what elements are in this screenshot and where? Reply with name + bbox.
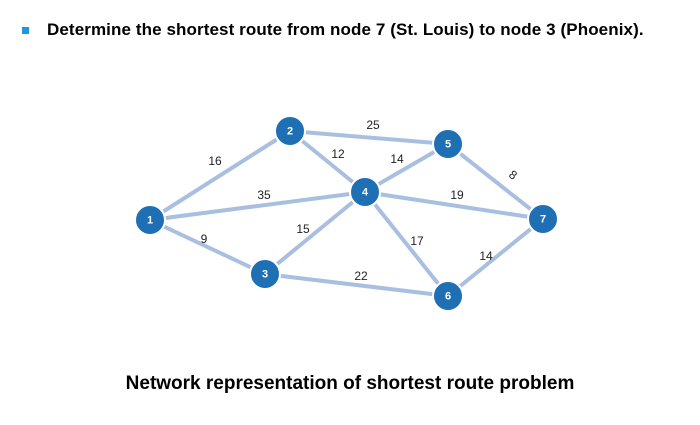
problem-statement: Determine the shortest route from node 7… (47, 20, 644, 39)
square-bullet-icon (22, 26, 29, 34)
node-6: 6 (432, 280, 464, 312)
edge-weight-3-6: 22 (354, 269, 368, 283)
edge-3-4 (263, 190, 367, 276)
edge-weight-5-7: 8 (506, 167, 520, 182)
node-circle-6 (432, 280, 464, 312)
edge-1-3 (148, 218, 267, 276)
node-label-1: 1 (147, 215, 153, 227)
edge-weight-4-7: 19 (450, 188, 464, 202)
edge-weight-2-4: 12 (331, 147, 345, 161)
edge-weight-4-6: 17 (410, 234, 424, 248)
node-label-2: 2 (287, 126, 293, 138)
node-circle-4 (349, 176, 381, 208)
edge-weight-3-4: 15 (296, 222, 310, 236)
edge-4-6 (363, 190, 450, 298)
edge-4-7 (363, 190, 545, 221)
edge-weight-4-5: 14 (390, 152, 404, 166)
edges-layer (148, 129, 545, 298)
node-label-5: 5 (445, 139, 451, 151)
edge-weight-1-3: 9 (201, 232, 208, 246)
edge-5-7 (446, 142, 545, 221)
edge-weight-1-2: 16 (208, 154, 222, 168)
edge-2-4 (288, 129, 367, 194)
node-3: 3 (249, 258, 281, 290)
node-circle-3 (249, 258, 281, 290)
node-7: 7 (527, 203, 559, 235)
header: Determine the shortest route from node 7… (22, 20, 690, 40)
node-4: 4 (349, 176, 381, 208)
node-2: 2 (274, 115, 306, 147)
node-circle-5 (432, 128, 464, 160)
node-label-7: 7 (540, 214, 546, 226)
edge-1-2 (148, 129, 292, 222)
edge-weight-6-7: 14 (479, 249, 493, 263)
edge-weight-1-4: 35 (257, 188, 271, 202)
node-label-3: 3 (262, 269, 268, 281)
node-circle-7 (527, 203, 559, 235)
edge-weight-2-5: 25 (366, 118, 380, 132)
node-label-4: 4 (362, 187, 369, 199)
node-circle-2 (274, 115, 306, 147)
node-label-6: 6 (445, 291, 451, 303)
node-1: 1 (134, 204, 166, 236)
edge-1-4 (148, 190, 367, 222)
edge-2-5 (288, 129, 450, 146)
node-5: 5 (432, 128, 464, 160)
edge-3-6 (263, 272, 450, 298)
diagram-caption: Network representation of shortest route… (125, 373, 575, 394)
node-circle-1 (134, 204, 166, 236)
edge-6-7 (446, 217, 545, 298)
